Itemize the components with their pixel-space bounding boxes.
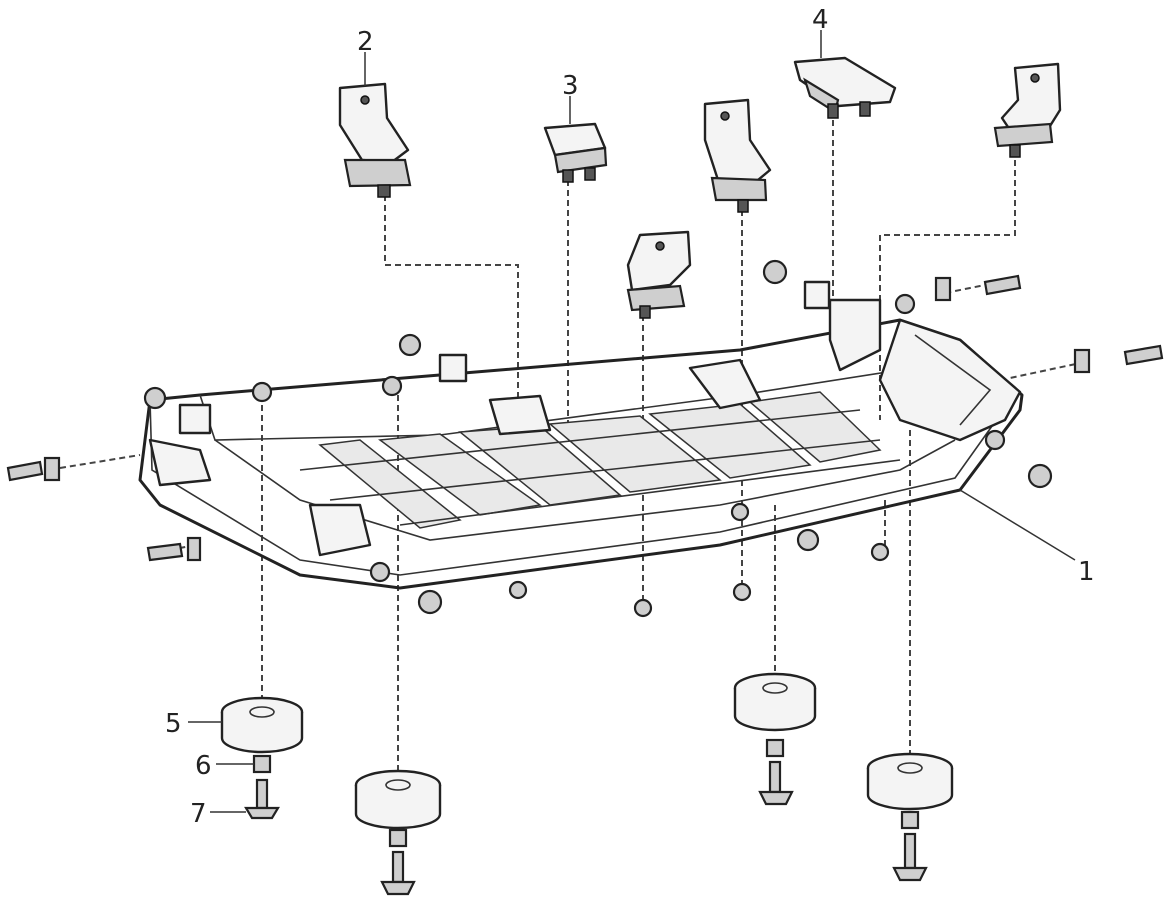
callout-6: 6 <box>195 751 212 781</box>
callout-3: 3 <box>562 71 579 101</box>
foot-assembly-right <box>866 752 954 882</box>
block-part-3 <box>543 122 608 183</box>
foot-assembly-front-left <box>354 769 442 896</box>
callout-7: 7 <box>190 799 207 829</box>
bracket-center <box>626 230 692 319</box>
foot-assembly-left <box>220 696 304 820</box>
callout-5: 5 <box>165 709 182 739</box>
bracket-part-2 <box>338 82 412 198</box>
foot-assembly-center-right <box>733 672 817 806</box>
callout-2: 2 <box>357 27 374 57</box>
assembly-lines <box>59 110 1086 780</box>
frame-fasteners <box>6 259 1164 618</box>
bracket-upper-right <box>993 62 1062 158</box>
callout-4: 4 <box>812 5 829 35</box>
bracket-part-4 <box>793 56 897 119</box>
callout-leaders <box>188 30 1076 813</box>
callout-1: 1 <box>1078 557 1095 587</box>
callouts: 1 2 3 4 5 6 7 <box>165 5 1095 829</box>
main-frame <box>138 280 1024 590</box>
bracket-center-right <box>703 98 772 213</box>
